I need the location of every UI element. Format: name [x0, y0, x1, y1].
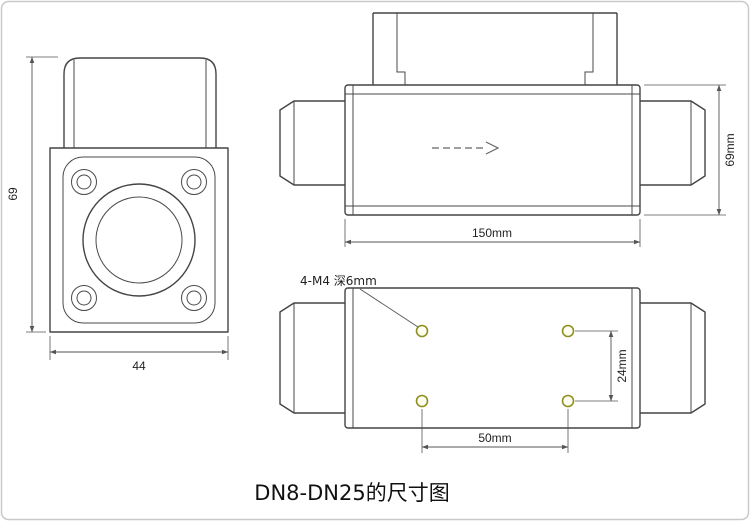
- left-pipe-connector: [279, 100, 345, 186]
- bottom-view-body: [344, 287, 641, 429]
- mounting-holes: [415, 324, 575, 408]
- mounting-hole: [561, 394, 575, 408]
- left-pipe-connector: [279, 302, 345, 414]
- thread-callout: 4-M4 深6mm: [300, 274, 419, 328]
- right-pipe-connector: [640, 302, 706, 414]
- mounting-hole: [561, 324, 575, 338]
- center-bore-outer: [82, 183, 196, 297]
- leader-line: [359, 288, 419, 328]
- mounting-hole: [415, 324, 429, 338]
- front-view: 69 44: [6, 56, 229, 373]
- side-height-dimension: 69mm: [644, 84, 737, 216]
- bracket-right-post-inner: [584, 13, 594, 85]
- corner-hole: [71, 285, 97, 311]
- side-length-value: 150mm: [472, 226, 512, 240]
- center-bore-inner: [95, 196, 183, 284]
- side-length-dimension: 150mm: [344, 219, 641, 247]
- side-view-body: [344, 84, 641, 216]
- corner-hole-inner: [76, 290, 92, 306]
- side-view: 150mm 69mm: [279, 12, 737, 247]
- corner-hole: [181, 285, 207, 311]
- side-view-bracket: [372, 12, 618, 85]
- hole-spacing-vertical-value: 24mm: [615, 349, 629, 382]
- front-height-value: 69: [6, 187, 20, 201]
- mounting-hole: [415, 394, 429, 408]
- front-width-value: 44: [132, 359, 146, 373]
- corner-hole-inner: [186, 174, 202, 190]
- thread-callout-label: 4-M4 深6mm: [300, 274, 377, 288]
- flow-direction-arrow-icon: [432, 141, 500, 155]
- front-view-body: [49, 147, 229, 333]
- front-view-cap: [63, 57, 217, 148]
- corner-hole-inner: [76, 174, 92, 190]
- drawing-title: DN8-DN25的尺寸图: [254, 481, 449, 505]
- corner-hole: [181, 169, 207, 195]
- front-view-corner-holes: [71, 169, 207, 311]
- bottom-view: 4-M4 深6mm 24mm 50mm: [279, 274, 706, 453]
- front-width-dimension: 44: [49, 336, 229, 373]
- front-view-flange: [62, 156, 216, 324]
- flow-arrowhead: [485, 141, 500, 155]
- corner-hole-inner: [186, 290, 202, 306]
- front-height-dimension: 69: [6, 56, 58, 333]
- bracket-left-post-inner: [396, 13, 406, 85]
- corner-hole: [71, 169, 97, 195]
- right-pipe-connector: [640, 100, 706, 186]
- hole-spacing-horizontal-dimension: 50mm: [421, 409, 569, 453]
- hole-spacing-vertical-dimension: 24mm: [575, 330, 629, 402]
- hole-spacing-horizontal-value: 50mm: [478, 431, 511, 445]
- side-height-value: 69mm: [723, 133, 737, 166]
